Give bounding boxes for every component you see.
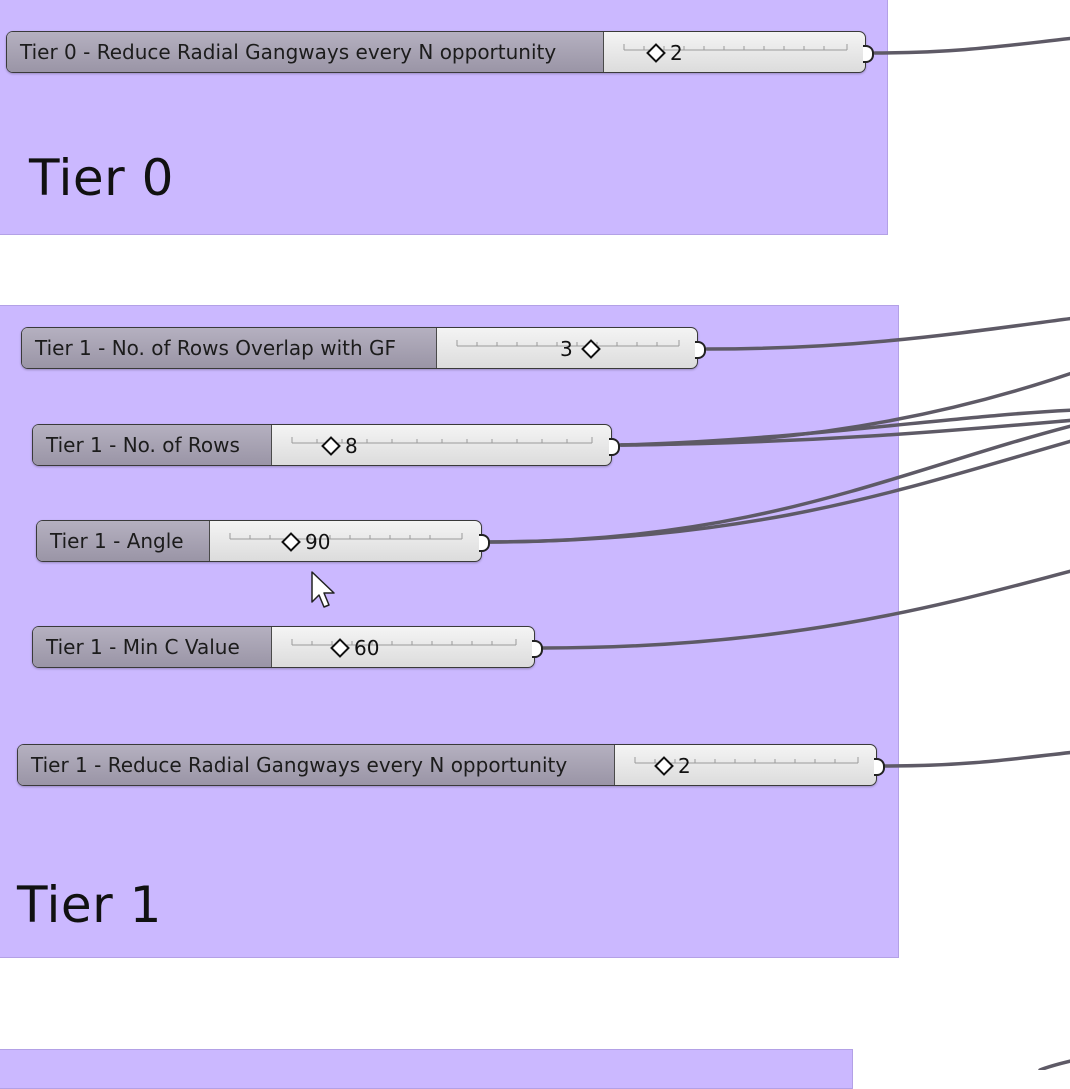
group-title-tier-1: Tier 1	[17, 876, 162, 934]
arrow-cursor-icon	[311, 571, 335, 608]
output-port[interactable]	[479, 534, 490, 552]
wire-t1-reduce	[883, 750, 1070, 768]
slider-tier1-reduce-radial-gangways[interactable]: Tier 1 - Reduce Radial Gangways every N …	[17, 744, 885, 786]
slider-value: 2	[670, 41, 683, 65]
slider-value: 2	[678, 754, 691, 778]
slider-ticks	[456, 340, 680, 347]
slider-label: Tier 1 - No. of Rows Overlap with GF	[22, 328, 437, 368]
wire-t0-reduce	[873, 36, 1070, 55]
slider-label: Tier 1 - No. of Rows	[33, 425, 272, 465]
slider-value: 8	[345, 434, 358, 458]
group-title-tier-0: Tier 0	[29, 149, 174, 207]
slider-track[interactable]: 2	[604, 32, 865, 72]
slider-ticks	[291, 639, 517, 646]
slider-ticks	[634, 757, 859, 764]
slider-tier1-rows-overlap-gf[interactable]: Tier 1 - No. of Rows Overlap with GF 3	[21, 327, 706, 369]
slider-value: 90	[305, 530, 331, 554]
slider-label: Tier 1 - Angle	[37, 521, 210, 561]
slider-value: 60	[354, 636, 380, 660]
slider-ticks	[229, 533, 463, 540]
slider-tier1-rows[interactable]: Tier 1 - No. of Rows 8	[32, 424, 620, 466]
slider-track[interactable]: 90	[210, 521, 481, 561]
slider-tier1-angle[interactable]: Tier 1 - Angle 90	[36, 520, 490, 562]
output-port[interactable]	[609, 438, 620, 456]
output-port[interactable]	[695, 341, 706, 359]
slider-label: Tier 0 - Reduce Radial Gangways every N …	[7, 32, 604, 72]
slider-track[interactable]: 3	[437, 328, 697, 368]
output-port[interactable]	[532, 640, 543, 658]
slider-value: 3	[560, 337, 573, 361]
output-port[interactable]	[874, 758, 885, 776]
slider-label: Tier 1 - Min C Value	[33, 627, 272, 667]
slider-ticks	[291, 437, 593, 444]
slider-track[interactable]: 60	[272, 627, 534, 667]
slider-tier0-reduce-radial-gangways[interactable]: Tier 0 - Reduce Radial Gangways every N …	[6, 31, 874, 73]
slider-track[interactable]: 2	[615, 745, 876, 785]
group-tier-2[interactable]	[0, 1049, 853, 1089]
slider-label: Tier 1 - Reduce Radial Gangways every N …	[18, 745, 615, 785]
slider-track[interactable]: 8	[272, 425, 611, 465]
slider-ticks	[623, 44, 848, 51]
wire-t2	[1038, 1059, 1070, 1070]
output-port[interactable]	[863, 45, 874, 63]
slider-tier1-min-c-value[interactable]: Tier 1 - Min C Value 60	[32, 626, 543, 668]
